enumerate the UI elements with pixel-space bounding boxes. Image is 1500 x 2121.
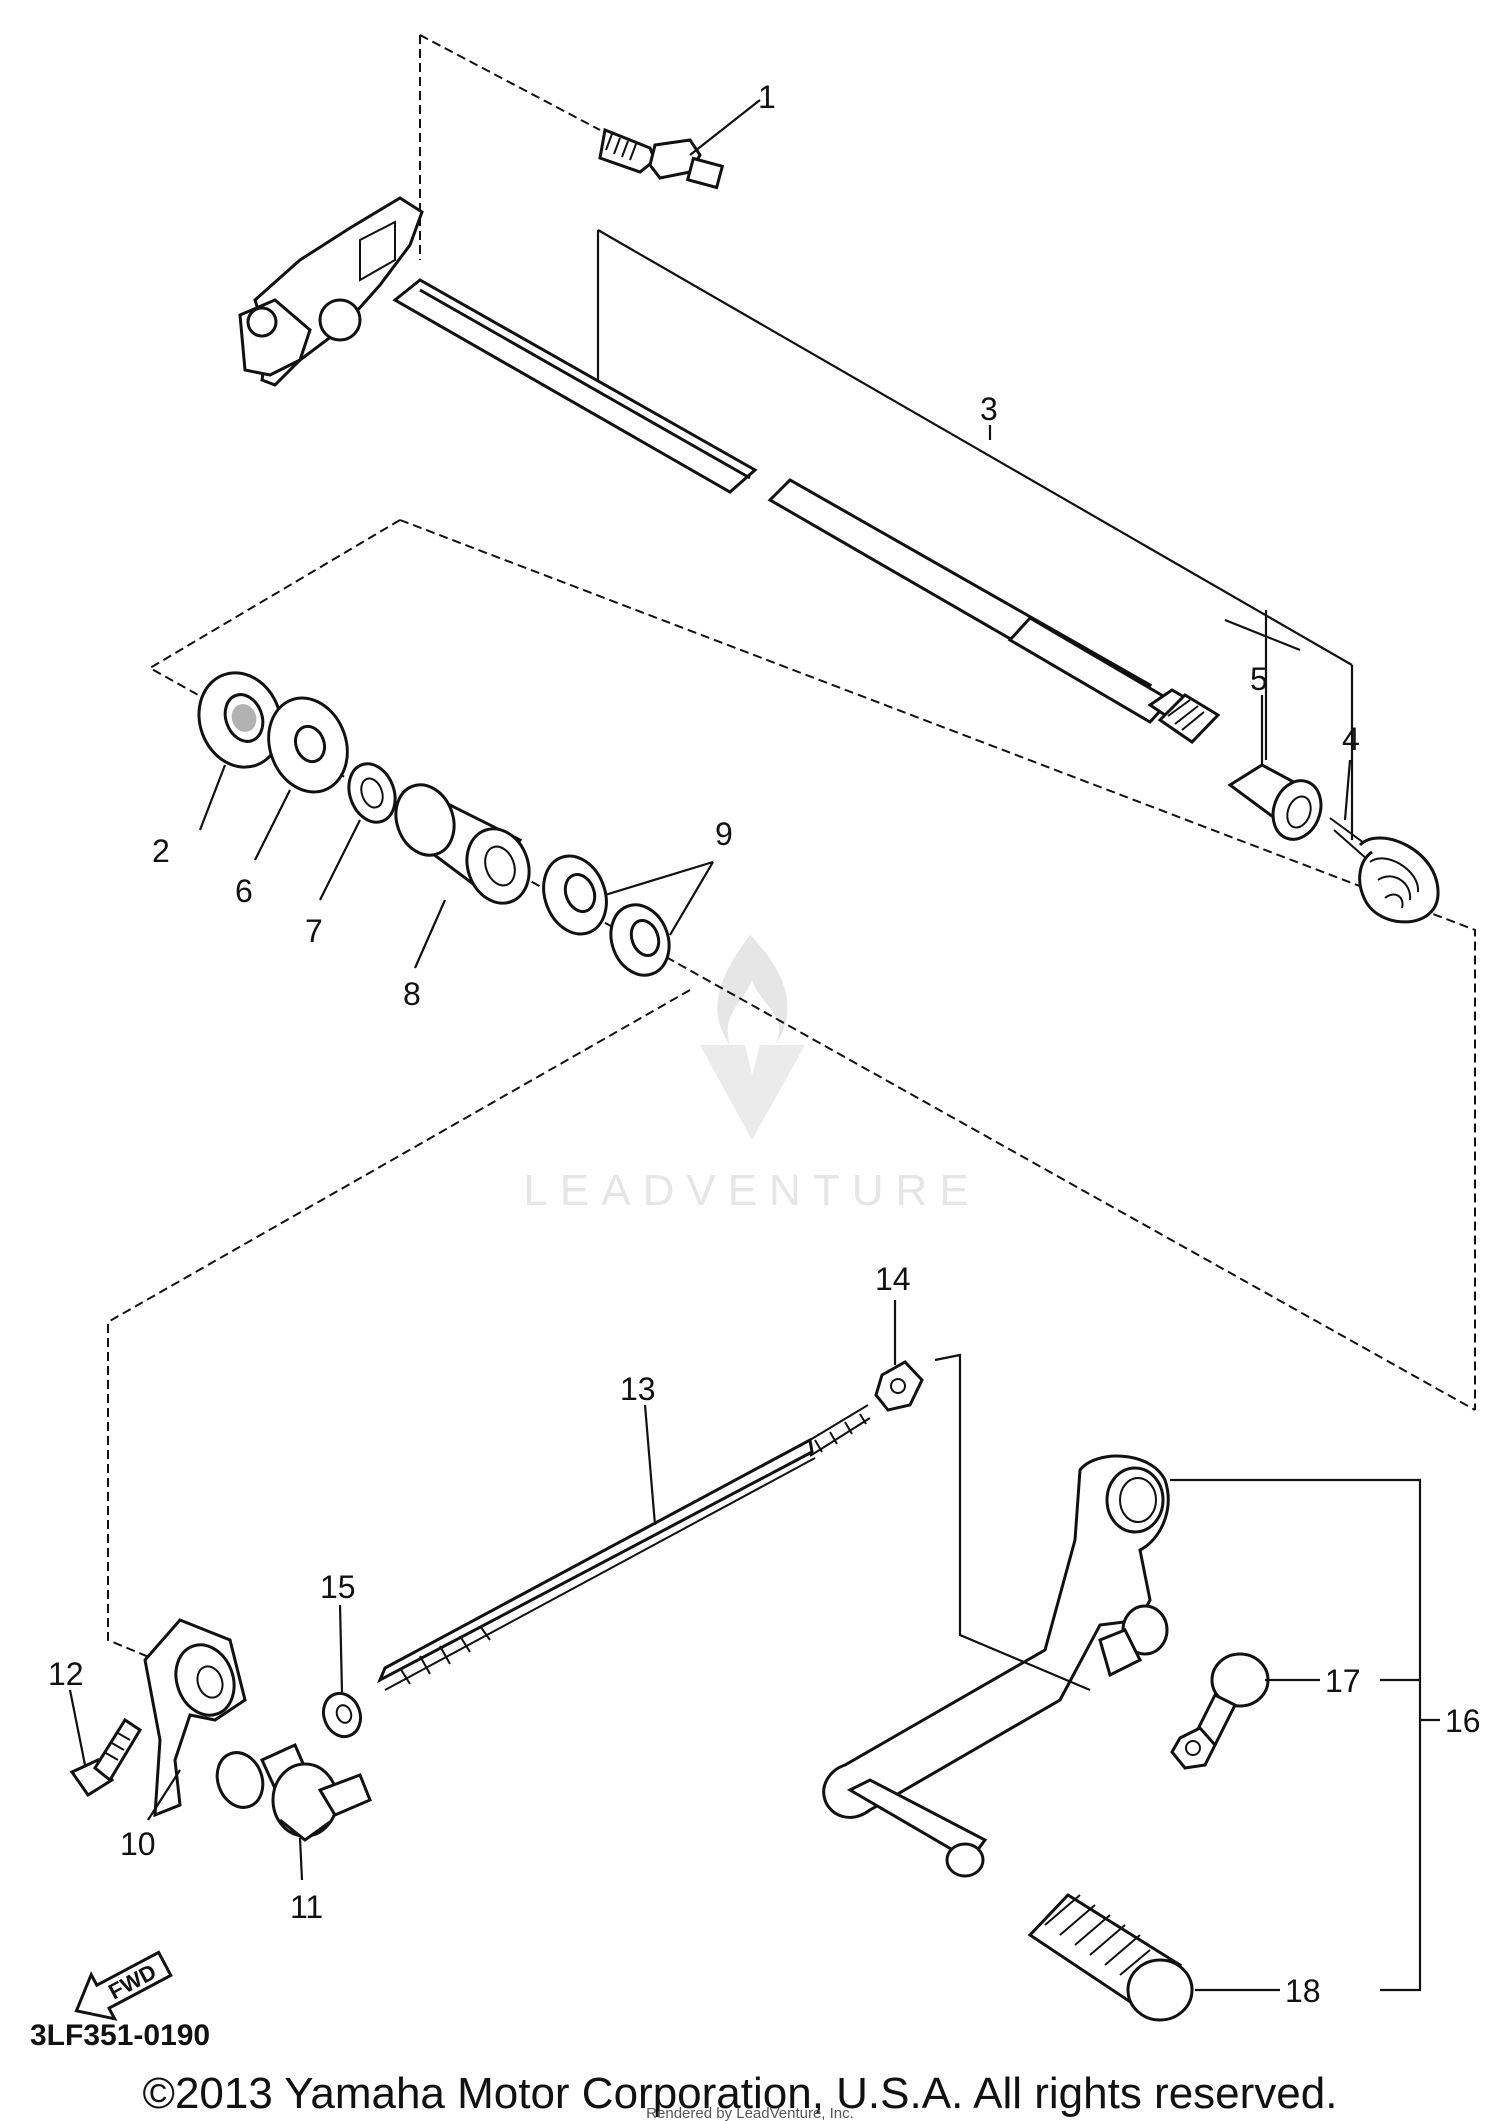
upper-frame-lines xyxy=(107,34,1476,1669)
callout-6: 6 xyxy=(235,873,253,909)
part-1-stud-bolt xyxy=(598,127,725,190)
part-16-shift-pedal xyxy=(822,1353,1422,1992)
callout-8: 8 xyxy=(403,976,421,1012)
callout-7: 7 xyxy=(305,913,323,949)
part-7-circlip xyxy=(347,762,397,824)
callout-2: 2 xyxy=(152,833,170,869)
part-13-shift-rod xyxy=(377,1404,871,1691)
part-10-lever-arm xyxy=(143,1618,310,1818)
callout-4: 4 xyxy=(1342,721,1360,757)
part-15-nut xyxy=(321,1691,363,1739)
callout-15: 15 xyxy=(320,1569,356,1605)
part-12-bolt xyxy=(69,1717,143,1798)
callout-11: 11 xyxy=(290,1889,323,1925)
callout-13: 13 xyxy=(620,1371,656,1407)
v-logo-icon xyxy=(700,1045,805,1140)
callout-5: 5 xyxy=(1250,661,1268,697)
part-4-torsion-spring xyxy=(1329,817,1440,924)
flame-icon xyxy=(717,935,788,1045)
leader-lines xyxy=(68,99,1440,1992)
callout-14: 14 xyxy=(875,1261,911,1297)
part-8-bushing xyxy=(394,783,531,905)
callout-10: 10 xyxy=(120,1826,156,1862)
copyright-notice: ©2013 Yamaha Motor Corporation, U.S.A. A… xyxy=(143,2069,1338,2118)
callout-1: 1 xyxy=(758,79,776,115)
part-11-joint xyxy=(271,1762,372,1842)
part-5-collar xyxy=(1227,763,1323,841)
part-18-pedal-rubber xyxy=(1027,1893,1194,2022)
part-14-nut xyxy=(874,1360,924,1412)
fwd-arrow-icon xyxy=(74,1950,173,2021)
callout-labels: 1 3 5 4 2 6 7 8 9 10 11 12 13 14 15 16 1… xyxy=(48,79,1481,2009)
callout-17: 17 xyxy=(1325,1663,1361,1699)
part-3-shift-shaft xyxy=(238,196,1221,744)
callout-12: 12 xyxy=(48,1656,84,1692)
diagram-code: 3LF351-0190 xyxy=(30,2019,210,2052)
part-17-joint xyxy=(1170,1652,1270,1770)
callout-16: 16 xyxy=(1445,1703,1481,1739)
watermark-text: LEADVENTURE xyxy=(523,1166,980,1215)
part-9-bearings xyxy=(542,854,671,977)
rendered-by-note: Rendered by LeadVenture, Inc. xyxy=(646,2105,854,2121)
callout-9: 9 xyxy=(715,816,733,852)
callout-3: 3 xyxy=(980,391,998,427)
callout-18: 18 xyxy=(1285,1973,1321,2009)
leadventure-watermark: LEADVENTURE xyxy=(523,935,980,1215)
part-2-oil-seal xyxy=(197,671,283,769)
part-6-washer xyxy=(267,696,349,794)
